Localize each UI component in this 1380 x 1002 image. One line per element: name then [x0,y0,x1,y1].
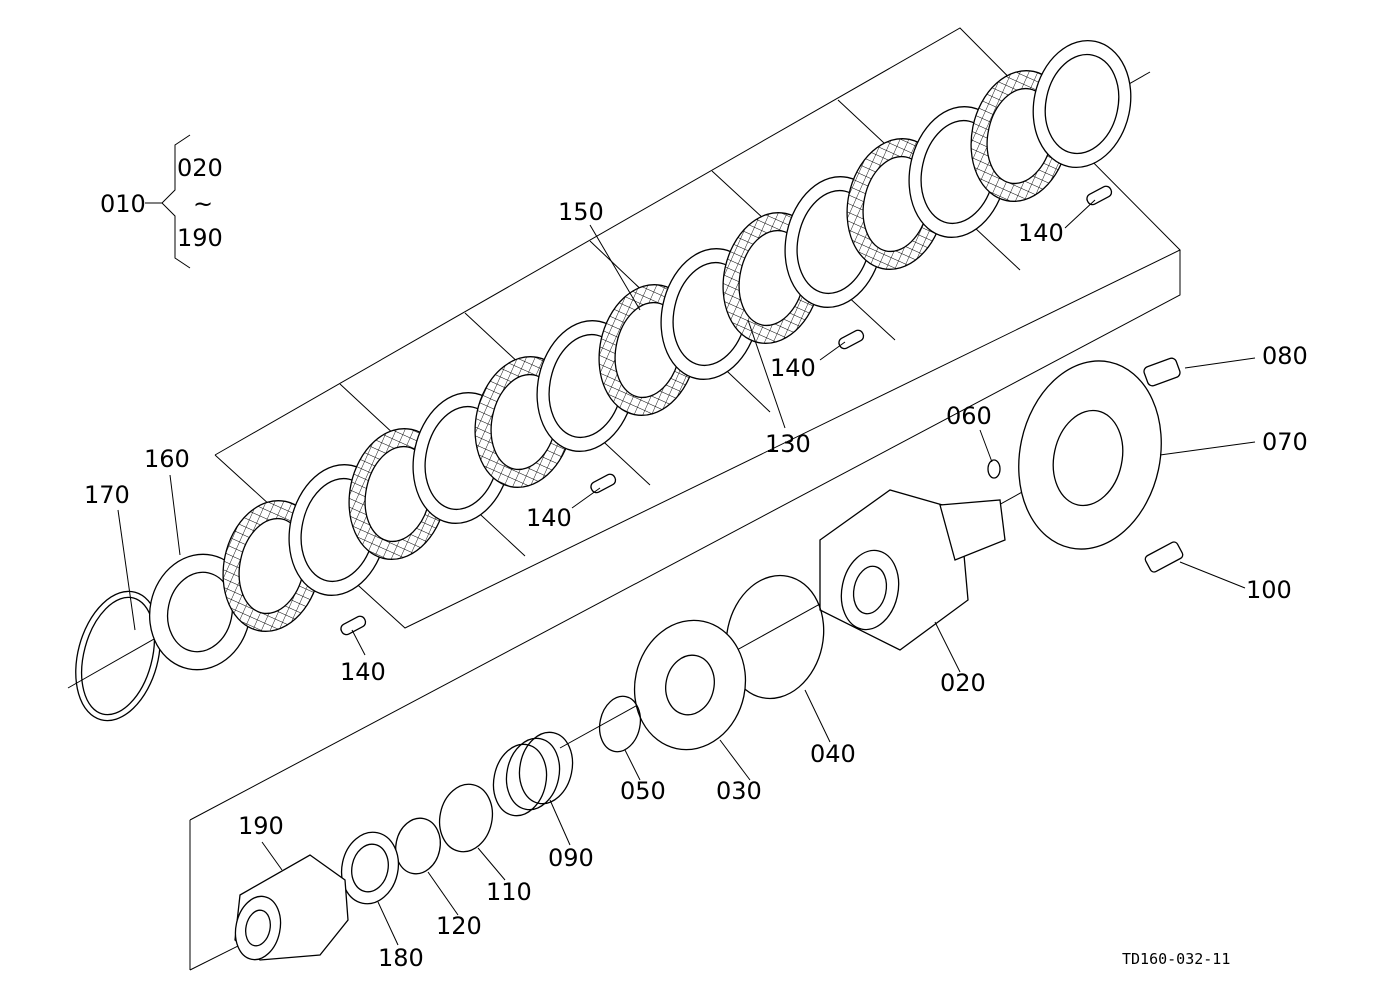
label-130: 130 [765,430,811,458]
bolt-080 [1143,357,1181,387]
spring-140-d [1086,185,1113,206]
label-070: 070 [1262,428,1308,456]
label-090: 090 [548,844,594,872]
assembly-brace [145,134,191,269]
o-ring-060 [987,459,1001,479]
label-180: 180 [378,944,424,972]
label-110: 110 [486,878,532,906]
label-060: 060 [946,402,992,430]
snap-ring-120 [395,817,441,875]
ring-110 [438,783,494,853]
snap-ring-170 [75,590,161,722]
label-020: 020 [940,669,986,697]
label-140-c: 140 [770,354,816,382]
label-range-end: 190 [177,224,223,252]
leader-lines [117,199,1256,946]
piston-030 [633,619,747,751]
label-190: 190 [238,812,284,840]
label-080: 080 [1262,342,1308,370]
spring-140-a [340,615,367,636]
steel-plate-130-g [1032,39,1132,169]
label-120: 120 [436,912,482,940]
bearing-180 [340,831,400,905]
backing-plate-070 [1018,360,1162,550]
spring-100 [1144,541,1184,573]
hub-190 [234,854,349,961]
label-100: 100 [1246,576,1292,604]
spring-140-c [838,329,865,350]
label-range-start: 020 [177,154,223,182]
seal-ring-040 [725,574,825,700]
label-140-d: 140 [1018,219,1064,247]
label-140-a: 140 [340,658,386,686]
label-030: 030 [716,777,762,805]
label-range-tilde: ~ [193,190,213,218]
clutch-drum-020 [819,489,1006,651]
o-ring-050 [598,695,642,753]
label-170: 170 [84,481,130,509]
label-140-b: 140 [526,504,572,532]
label-050: 050 [620,777,666,805]
label-010: 010 [100,190,146,218]
spring-140-b [590,473,617,494]
return-spring-090 [492,731,574,817]
label-040: 040 [810,740,856,768]
lower-assembly-outline [189,250,1181,821]
label-160: 160 [144,445,190,473]
label-150: 150 [558,198,604,226]
drawing-number: TD160-032-11 [1122,950,1230,968]
